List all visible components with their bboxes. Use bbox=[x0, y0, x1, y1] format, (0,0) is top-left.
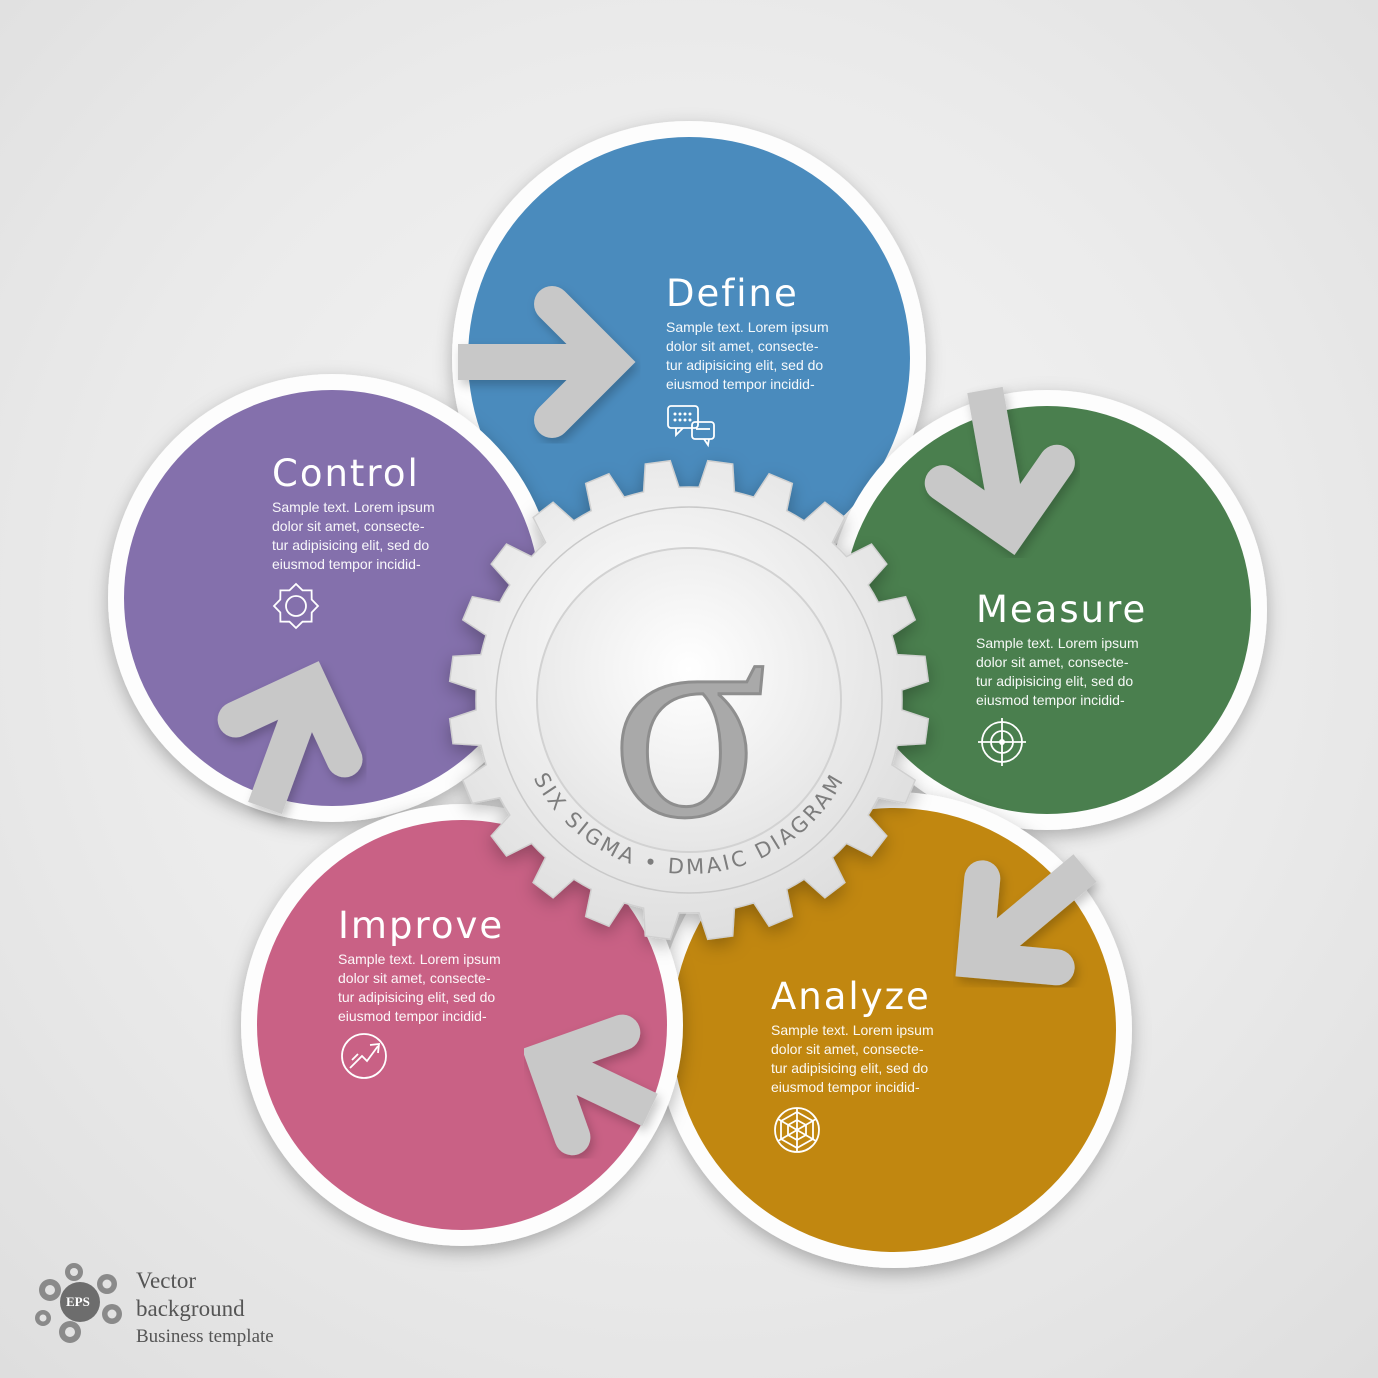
phase-title-control: Control bbox=[272, 452, 420, 495]
gear-hub bbox=[536, 547, 842, 853]
phase-title-improve: Improve bbox=[338, 904, 505, 947]
description-line: tur adipisicing elit, sed do bbox=[666, 357, 824, 373]
description-line: eiusmod tempor incidid- bbox=[666, 376, 815, 392]
description-line: eiusmod tempor incidid- bbox=[338, 1008, 487, 1024]
description-line: eiusmod tempor incidid- bbox=[771, 1079, 920, 1095]
description-line: eiusmod tempor incidid- bbox=[976, 692, 1125, 708]
phase-title-measure: Measure bbox=[976, 588, 1148, 631]
disk-fill bbox=[124, 390, 540, 806]
chat-bubbles-icon bbox=[666, 402, 718, 454]
description-line: tur adipisicing elit, sed do bbox=[771, 1060, 929, 1076]
flow-arrow-4 bbox=[522, 1014, 658, 1156]
phase-title-analyze: Analyze bbox=[771, 975, 931, 1018]
web-icon bbox=[771, 1104, 823, 1156]
flow-arrow-2 bbox=[924, 386, 1075, 556]
flow-arrow-3 bbox=[955, 854, 1097, 986]
phase-description-improve: Sample text. Lorem ipsum dolor sit amet, … bbox=[338, 950, 528, 1026]
eps-logo-icon bbox=[35, 1263, 122, 1343]
gear-icon bbox=[270, 580, 322, 632]
disk-fill bbox=[468, 137, 910, 579]
disk-fill bbox=[843, 406, 1251, 814]
description-line: tur adipisicing elit, sed do bbox=[976, 673, 1134, 689]
description-line: tur adipisicing elit, sed do bbox=[272, 537, 430, 553]
phase-disk-define bbox=[452, 121, 926, 595]
phase-title-define: Define bbox=[666, 272, 799, 315]
description-line: dolor sit amet, consecte- bbox=[666, 338, 819, 354]
description-line: Sample text. Lorem ipsum bbox=[666, 319, 829, 335]
description-line: eiusmod tempor incidid- bbox=[272, 556, 421, 572]
footer-line-2: background bbox=[136, 1296, 245, 1321]
description-line: dolor sit amet, consecte- bbox=[338, 970, 491, 986]
target-icon bbox=[976, 716, 1028, 768]
description-line: tur adipisicing elit, sed do bbox=[338, 989, 496, 1005]
sigma-symbol: σ bbox=[611, 557, 767, 878]
gear-inner-ring bbox=[495, 506, 883, 894]
phase-description-control: Sample text. Lorem ipsum dolor sit amet, … bbox=[272, 498, 462, 574]
eps-badge: EPS bbox=[66, 1294, 90, 1309]
description-line: Sample text. Lorem ipsum bbox=[272, 499, 435, 515]
flow-arrows bbox=[217, 286, 1097, 1156]
phase-disk-control bbox=[108, 374, 556, 822]
description-line: dolor sit amet, consecte- bbox=[771, 1041, 924, 1057]
description-line: Sample text. Lorem ipsum bbox=[771, 1022, 934, 1038]
flow-arrow-1 bbox=[458, 286, 636, 438]
description-line: dolor sit amet, consecte- bbox=[976, 654, 1129, 670]
description-line: Sample text. Lorem ipsum bbox=[976, 635, 1139, 651]
phase-description-analyze: Sample text. Lorem ipsum dolor sit amet, … bbox=[771, 1021, 961, 1097]
footer-line-3: Business template bbox=[136, 1326, 274, 1347]
phase-description-define: Sample text. Lorem ipsum dolor sit amet, … bbox=[666, 318, 856, 394]
description-line: dolor sit amet, consecte- bbox=[272, 518, 425, 534]
growth-arrow-icon bbox=[338, 1030, 390, 1082]
flow-arrow-5 bbox=[217, 661, 363, 815]
footer-line-1: Vector bbox=[136, 1268, 197, 1293]
phase-description-measure: Sample text. Lorem ipsum dolor sit amet, … bbox=[976, 634, 1166, 710]
description-line: Sample text. Lorem ipsum bbox=[338, 951, 501, 967]
